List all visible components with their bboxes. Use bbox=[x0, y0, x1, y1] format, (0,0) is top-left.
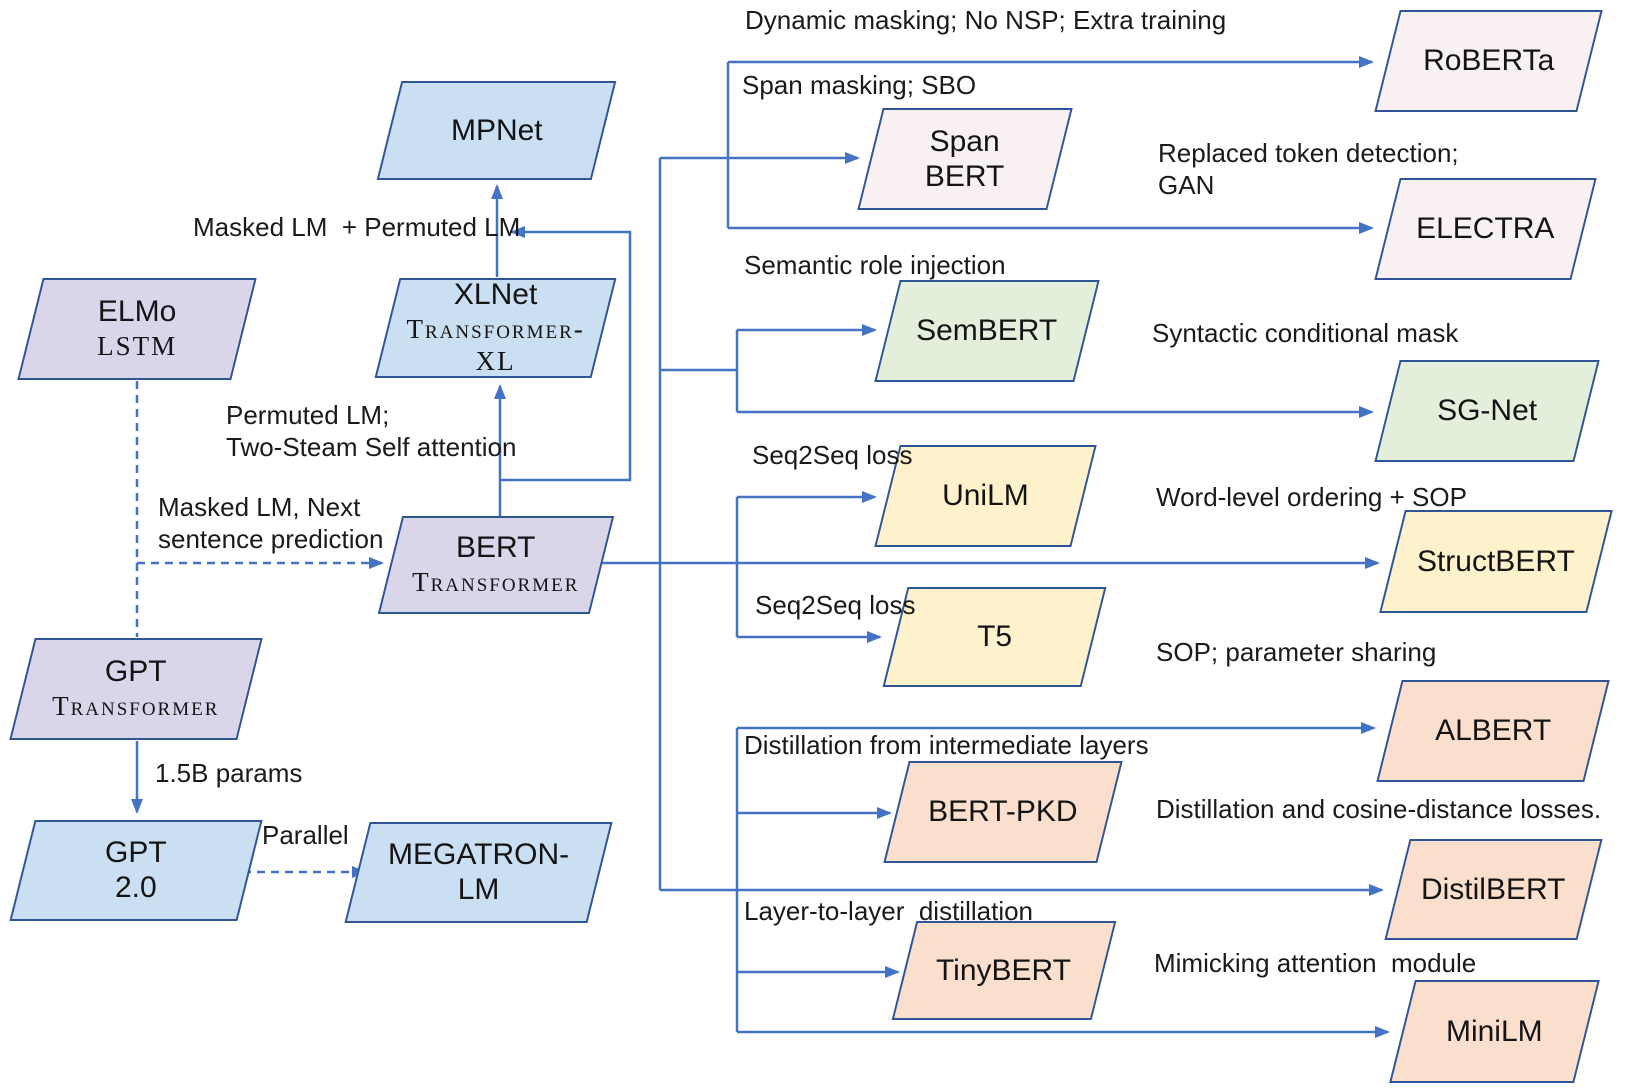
node-gpt2-label: GPT 2.0 bbox=[105, 836, 167, 905]
node-gpt-sublabel: Transformer bbox=[52, 691, 220, 722]
node-gpt2: GPT 2.0 bbox=[9, 820, 263, 921]
node-roberta-label: RoBERTa bbox=[1422, 44, 1555, 78]
node-albert-label: ALBERT bbox=[1434, 714, 1552, 748]
node-t5: T5 bbox=[882, 587, 1107, 687]
node-bertpkd-label: BERT-PKD bbox=[928, 795, 1078, 829]
node-distilbert-label: DistilBERT bbox=[1421, 872, 1566, 906]
node-unilm-label: UniLM bbox=[942, 479, 1029, 513]
node-roberta: RoBERTa bbox=[1374, 10, 1603, 112]
node-elmo-sublabel: LSTM bbox=[96, 331, 177, 362]
node-elmo-label: ELMo bbox=[97, 295, 177, 329]
node-spanbert: Span BERT bbox=[857, 108, 1073, 210]
node-sembert: SemBERT bbox=[874, 280, 1100, 382]
node-structbert: StructBERT bbox=[1379, 510, 1613, 613]
edge-label-semantic-role: Semantic role injection bbox=[744, 250, 1006, 280]
node-minilm-label: MiniLM bbox=[1446, 1014, 1543, 1048]
node-structbert-label: StructBERT bbox=[1417, 544, 1575, 578]
node-t5-label: T5 bbox=[976, 620, 1013, 654]
node-distilbert: DistilBERT bbox=[1384, 839, 1603, 940]
edge-label-sop-sharing: SOP; parameter sharing bbox=[1156, 637, 1437, 667]
edge-label-word-level: Word-level ordering + SOP bbox=[1156, 482, 1467, 512]
edge-label-seq2seq-t5: Seq2Seq loss bbox=[755, 590, 916, 620]
node-albert: ALBERT bbox=[1376, 680, 1610, 782]
node-mpnet: MPNet bbox=[376, 81, 617, 180]
edge-label-permuted-two-steam: Permuted LM; Two-Steam Self attention bbox=[226, 400, 517, 462]
edge-label-params-15b: 1.5B params bbox=[155, 758, 303, 788]
node-minilm: MiniLM bbox=[1389, 980, 1600, 1083]
edge-label-masked-next-sentence: Masked LM, Next sentence prediction bbox=[158, 492, 384, 554]
edge-label-replaced-token: Replaced token detection; GAN bbox=[1158, 138, 1459, 200]
node-bertpkd: BERT-PKD bbox=[883, 761, 1123, 863]
node-tinybert: TinyBERT bbox=[891, 921, 1117, 1020]
node-tinybert-label: TinyBERT bbox=[936, 953, 1072, 987]
edge-label-span-masking: Span masking; SBO bbox=[742, 70, 977, 100]
edge-label-masked-plus-permuted: Masked LM + Permuted LM bbox=[193, 212, 521, 242]
edge-label-distill-intermediate: Distillation from intermediate layers bbox=[744, 730, 1149, 760]
edge-label-parallel: Parallel bbox=[262, 820, 349, 850]
connector-bert-mpnet-loop bbox=[500, 226, 632, 482]
node-sgnet-label: SG-Net bbox=[1436, 394, 1538, 428]
edge-label-dynamic-masking: Dynamic masking; No NSP; Extra training bbox=[745, 5, 1227, 35]
node-megatron-label: MEGATRON- LM bbox=[387, 838, 570, 907]
edge-label-layer-to-layer: Layer-to-layer distillation bbox=[744, 896, 1034, 926]
node-sgnet: SG-Net bbox=[1374, 360, 1600, 462]
node-bert-label: BERT bbox=[456, 531, 536, 565]
node-megatron: MEGATRON- LM bbox=[344, 822, 613, 923]
node-sembert-label: SemBERT bbox=[916, 314, 1058, 348]
node-bert-sublabel: Transformer bbox=[412, 567, 580, 598]
node-xlnet-label: XLNet bbox=[453, 278, 538, 312]
node-electra-label: ELECTRA bbox=[1416, 212, 1555, 246]
edge-label-seq2seq-unilm: Seq2Seq loss bbox=[752, 440, 913, 470]
edge-label-mimicking: Mimicking attention module bbox=[1154, 948, 1477, 978]
node-mpnet-label: MPNet bbox=[450, 113, 543, 147]
edge-label-syntactic-mask: Syntactic conditional mask bbox=[1152, 318, 1459, 348]
edge-label-distill-cosine: Distillation and cosine-distance losses. bbox=[1156, 794, 1602, 824]
node-gpt-label: GPT bbox=[105, 655, 167, 689]
node-spanbert-label: Span BERT bbox=[925, 124, 1005, 193]
node-xlnet-sublabel: Transformer-XL bbox=[406, 314, 585, 377]
